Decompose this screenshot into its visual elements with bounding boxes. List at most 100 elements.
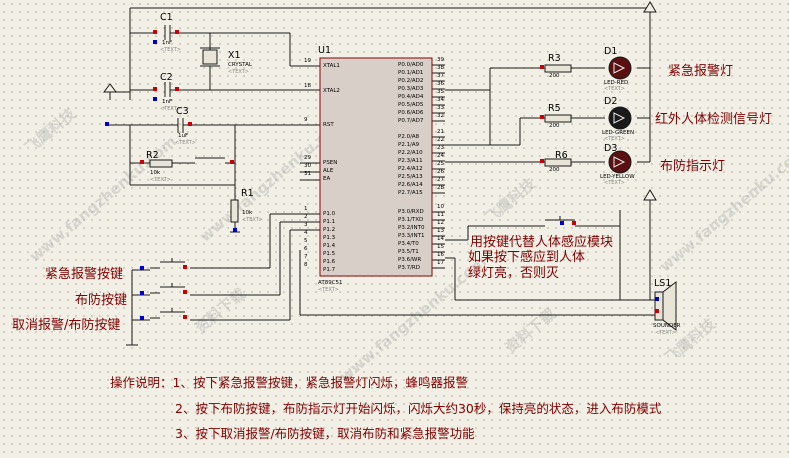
u1-pin-name: P3.3/INT1	[398, 233, 425, 239]
u1-pin-name: PSEN	[323, 160, 338, 166]
u1-pin-name: P1.7	[323, 267, 336, 273]
r2-ref: R2	[146, 150, 159, 161]
u1-pin-number: 10	[437, 204, 444, 210]
u1-pin-name: P0.6/AD6	[398, 110, 424, 116]
d1-text: <TEXT>	[604, 86, 625, 92]
x1-text: <TEXT>	[228, 69, 249, 75]
u1-pin-name: P3.5/T1	[398, 249, 419, 255]
d2-value: LED-GREEN	[602, 130, 635, 136]
u1-pin-name: P1.2	[323, 227, 336, 233]
u1-pin-number: 4	[304, 230, 308, 236]
instruction-line-2: 2、按下布防按键，布防指示灯开始闪烁，闪烁大约30秒，保持亮的状态，进入布防模式	[175, 401, 662, 416]
r1-text: <TEXT>	[242, 217, 263, 223]
u1-pin-number: 33	[437, 105, 444, 111]
u1-pin-name: P0.0/AD0	[398, 62, 424, 68]
u1-pin-number: 24	[437, 153, 444, 159]
u1-pin-name: P2.7/A15	[398, 190, 423, 196]
r1-value: 10k	[242, 210, 253, 216]
d1-ref: D1	[604, 46, 618, 57]
c3-text: <TEXT>	[175, 140, 196, 146]
u1-pin-name: P3.4/T0	[398, 241, 419, 247]
d3-text: <TEXT>	[604, 180, 625, 186]
u1-pin-name: P1.1	[323, 219, 336, 225]
u1-pin-number: 25	[437, 161, 444, 167]
u1-pin-number: 2	[304, 214, 308, 220]
ls1-value: SOUNDER	[653, 323, 681, 329]
u1-pin-name: P0.3/AD3	[398, 86, 424, 92]
u1-pin-number: 26	[437, 169, 444, 175]
d3-value: LED-YELLOW	[600, 174, 635, 180]
u1-pin-name: P2.0/A8	[398, 134, 420, 140]
r3-ref: R3	[548, 53, 561, 64]
c2-text: <TEXT>	[160, 106, 181, 112]
u1-pin-name: P2.2/A10	[398, 150, 423, 156]
x1-value: CRYSTAL	[228, 62, 252, 68]
c2-ref: C2	[160, 72, 173, 83]
u1-pin-number: 19	[304, 58, 311, 64]
r1-ref: R1	[241, 188, 254, 199]
u1-pin-name: P0.5/AD5	[398, 102, 424, 108]
u1-pin-number: 36	[437, 81, 444, 87]
u1-pin-name: P1.6	[323, 259, 336, 265]
c2-value: 1nF	[162, 99, 173, 105]
u1-pin-number: 37	[437, 73, 444, 79]
u1-pin-name: P0.2/AD2	[398, 78, 424, 84]
u1-pin-number: 27	[437, 177, 444, 183]
u1-pin-name: EA	[323, 176, 331, 182]
led-alarm-label: 紧急报警灯	[668, 64, 734, 79]
r2-text: <TEXT>	[150, 177, 171, 183]
u1-pin-number: 23	[437, 145, 444, 151]
u1-text: <TEXT>	[318, 287, 339, 293]
u1-pin-name: ALE	[323, 168, 334, 174]
c1-text: <TEXT>	[160, 47, 181, 53]
u1-pin-name: XTAL2	[323, 88, 340, 94]
u1-pin-number: 12	[437, 220, 444, 226]
btn-cancel-label: 取消报警/布防按键	[12, 318, 121, 333]
u1-pin-name: P1.0	[323, 211, 336, 217]
c1-ref: C1	[160, 12, 173, 23]
u1-pin-number: 32	[437, 113, 444, 119]
u1-pin-name: P2.1/A9	[398, 142, 420, 148]
sensor-note-line2: 如果按下感应到人体	[468, 250, 586, 265]
u1-pin-number: 9	[304, 117, 308, 123]
u1-pin-number: 38	[437, 65, 444, 71]
d1-value: LED-RED	[604, 80, 629, 86]
u1-pin-number: 7	[304, 254, 308, 260]
u1-pin-number: 1	[304, 206, 308, 212]
btn-arm-label: 布防按键	[75, 293, 128, 308]
led-infrared-label: 红外人体检测信号灯	[655, 112, 773, 127]
u1-pin-name: P0.4/AD4	[398, 94, 424, 100]
sensor-note-line1: 用按键代替人体感应模块	[470, 235, 614, 250]
u1-pin-number: 35	[437, 89, 444, 95]
u1-pin-name: P0.7/AD7	[398, 118, 424, 124]
u1-pin-number: 13	[437, 228, 444, 234]
u1-pin-name: P2.6/A14	[398, 182, 423, 188]
d3-ref: D3	[604, 143, 618, 154]
u1-pin-number: 21	[437, 129, 444, 135]
r5-ref: R5	[548, 103, 561, 114]
x1-ref: X1	[228, 50, 241, 61]
u1-pin-number: 39	[437, 57, 444, 63]
u1-pin-number: 14	[437, 236, 444, 242]
u1-pin-name: RST	[323, 122, 334, 128]
u1-pin-name: P3.7/RD	[398, 265, 420, 271]
u1-pin-number: 31	[304, 171, 311, 177]
u1-pin-number: 22	[437, 137, 444, 143]
u1-pin-name: P2.3/A11	[398, 158, 423, 164]
r5-value: 200	[549, 123, 560, 129]
u1-pin-number: 3	[304, 222, 308, 228]
u1-pin-name: P1.5	[323, 251, 336, 257]
u1-pin-number: 15	[437, 244, 444, 250]
u1-pin-name: P3.2/INT0	[398, 225, 425, 231]
instruction-line-3: 3、按下取消报警/布防按键，取消布防和紧急报警功能	[175, 426, 475, 441]
u1-pin-name: P3.6/WR	[398, 257, 422, 263]
r3-value: 200	[549, 73, 560, 79]
r2-value: 10k	[150, 170, 161, 176]
u1-pin-number: 6	[304, 246, 308, 252]
ls1-text: <TEXT>	[655, 330, 676, 336]
u1-ref: U1	[318, 45, 331, 56]
u1-value: AT89C51	[318, 280, 343, 286]
c3-value: 1uF	[178, 133, 189, 139]
d2-text: <TEXT>	[604, 136, 625, 142]
